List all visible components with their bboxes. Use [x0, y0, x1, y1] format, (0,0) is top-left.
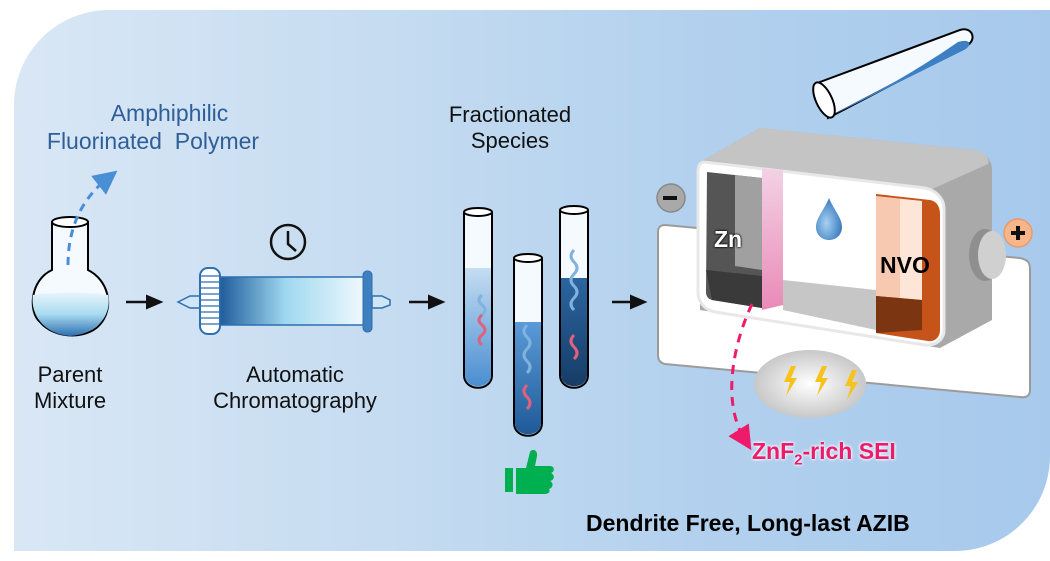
sei-label-suffix: -rich SEI — [802, 438, 896, 464]
sei-label: ZnF2-rich SEI — [752, 438, 896, 470]
polymer-label-line1: Amphiphilic — [110, 100, 229, 126]
negative-terminal — [656, 183, 686, 213]
sei-label-prefix: ZnF — [752, 438, 795, 464]
positive-terminal-knob — [969, 229, 1006, 281]
step-label-line2: Mixture — [33, 388, 107, 414]
clock-icon — [269, 223, 307, 261]
thumbs-up-icon — [505, 449, 554, 494]
dashed-arrow-up — [66, 170, 118, 266]
lightning-icon — [845, 370, 858, 400]
step-fractionated-species: Fractionated Species — [430, 102, 590, 155]
anode-label: Zn — [714, 226, 743, 252]
step-label-line2: Species — [470, 128, 550, 154]
pipette-icon — [812, 28, 974, 120]
step-parent-mixture: Parent Mixture — [15, 362, 125, 415]
lightning-icon — [815, 366, 828, 396]
water-drop-icon — [816, 198, 842, 240]
cathode-label: NVO — [880, 252, 930, 278]
energy-glow — [754, 350, 866, 418]
polymer-label: Amphiphilic Fluorinated Polymer — [47, 100, 292, 155]
dashed-arrow-sei — [728, 303, 754, 451]
step-label-line2: Chromatography — [213, 388, 377, 414]
positive-terminal — [1003, 218, 1033, 248]
battery-cell-icon — [696, 128, 992, 348]
chromatography-column-icon — [176, 267, 391, 335]
polymer-label-line2: Fluorinated Polymer — [46, 127, 260, 154]
sei-label-subscript: 2 — [794, 451, 803, 469]
lightning-icon — [784, 366, 797, 396]
step-automatic-chromatography: Automatic Chromatography — [195, 362, 395, 415]
step-label-line1: Fractionated — [448, 102, 572, 127]
conclusion-label: Dendrite Free, Long-last AZIB — [586, 510, 910, 536]
test-tube-icon — [559, 205, 589, 389]
flask-icon — [31, 216, 110, 337]
test-tube-icon — [513, 253, 543, 437]
step-label-line1: Automatic — [246, 362, 344, 387]
test-tube-icon — [463, 207, 493, 389]
step-label-line1: Parent — [37, 362, 103, 387]
